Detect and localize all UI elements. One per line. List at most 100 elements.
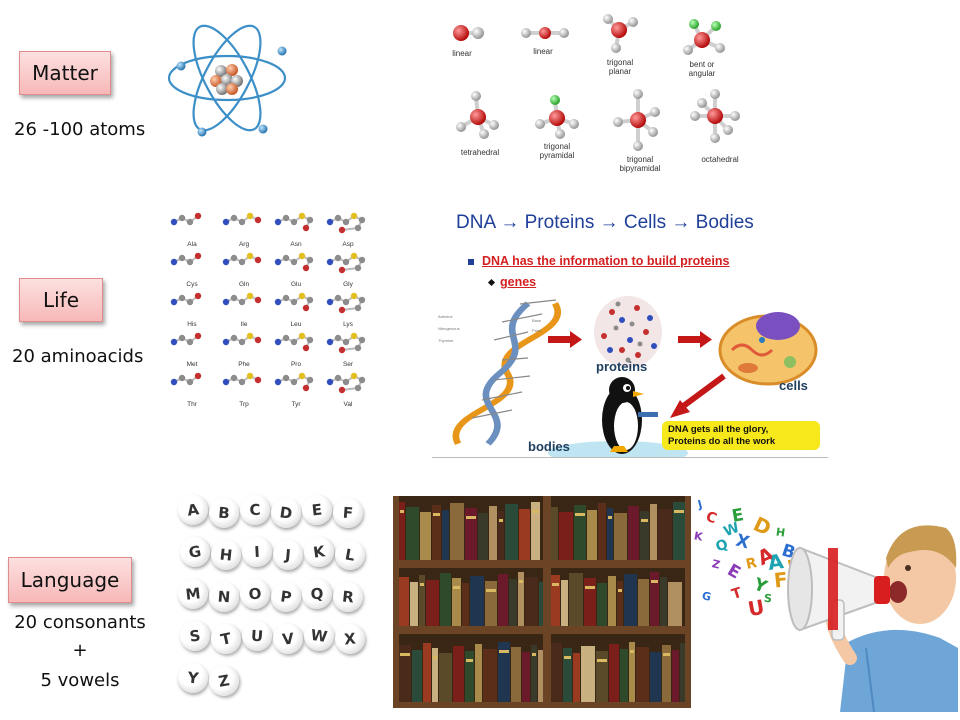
amino-acid-asp: Asp [324, 208, 372, 248]
language-label: Language [20, 568, 120, 592]
svg-text:Pairs: Pairs [532, 328, 541, 333]
language-caption-line3: 5 vowels [40, 670, 120, 691]
arrow-to-proteins-icon [548, 331, 582, 348]
svg-text:Base: Base [532, 318, 542, 323]
flying-letter: K [692, 529, 704, 544]
amino-acid-label: Gly [343, 281, 353, 288]
life-label: Life [42, 288, 80, 312]
letter-bead: X [333, 622, 367, 656]
callout-box [662, 421, 820, 450]
amino-acid-model-icon [222, 212, 262, 226]
amino-acid-asn: Asn [272, 208, 320, 248]
amino-acid-glu: Glu [272, 248, 320, 288]
flying-letter: G [700, 589, 713, 604]
bodies-label: bodies [528, 439, 570, 454]
language-label-box: Language [8, 557, 132, 603]
life-label-box: Life [19, 278, 103, 322]
amino-acid-label: Met [186, 361, 198, 368]
callout-text: DNA gets all the glory, Proteins do all … [668, 424, 775, 448]
amino-acid-label: Ile [240, 321, 248, 328]
matter-label: Matter [32, 61, 98, 85]
amino-acid-label: Trp [239, 401, 249, 408]
boy-with-megaphone-icon [787, 525, 958, 712]
genes-sub-bullet: genes [500, 275, 537, 289]
bullet-square-icon [468, 259, 474, 265]
amino-acid-thr: Thr [168, 368, 216, 408]
letter-bead: U [240, 619, 274, 653]
amino-acid-model-icon [222, 372, 262, 386]
callout-line-2: Proteins do all the work [668, 436, 776, 447]
dna-bullet: DNA has the information to build protein… [482, 254, 730, 268]
svg-text:Nitrogenous: Nitrogenous [438, 326, 460, 331]
amino-acid-label: Arg [238, 241, 250, 248]
flying-letter: R [744, 555, 759, 573]
svg-text:Adenine: Adenine [438, 314, 453, 319]
amino-acid-phe: Phe [220, 328, 268, 368]
amino-acid-his: His [168, 288, 216, 328]
amino-acid-model-icon [274, 372, 314, 392]
amino-acid-ser: Ser [324, 328, 372, 368]
amino-acid-ile: Ile [220, 288, 268, 328]
atom-icon [167, 24, 287, 137]
letter-bead: Z [206, 663, 242, 699]
geometry-label-octahedral: octahedral [701, 155, 739, 164]
letter-bead: S [178, 619, 212, 653]
amino-acid-model-icon [274, 252, 314, 272]
protein-structure-icon [594, 296, 662, 368]
letter-bead: H [209, 538, 243, 572]
language-caption-line2: + [72, 640, 88, 661]
amino-acid-met: Met [168, 328, 216, 368]
amino-acid-arg: Arg [220, 208, 268, 248]
bookshelf-image [393, 496, 691, 710]
flying-letter: T [729, 584, 744, 604]
amino-acid-model-icon [222, 332, 262, 346]
letter-bead: A [176, 493, 210, 527]
arrow-to-cells-icon [678, 331, 712, 348]
letter-bead: E [300, 493, 334, 527]
amino-acid-label: Tyr [291, 401, 301, 408]
amino-acid-model-icon [326, 252, 366, 274]
amino-acid-lys: Lys [324, 288, 372, 328]
amino-acid-label: Thr [187, 401, 197, 408]
letter-bead: Y [176, 661, 210, 695]
amino-acid-label: Phe [238, 361, 250, 368]
amino-acid-model-icon [170, 212, 202, 226]
amino-acid-ala: Ala [168, 208, 216, 248]
callout-line-1: DNA gets all the glory, [668, 424, 769, 435]
life-caption: 20 aminoacids [12, 346, 144, 367]
geometry-label-tetrahedral: tetrahedral [461, 148, 499, 157]
flying-letter: Z [710, 557, 722, 572]
amino-acid-label: Lys [343, 321, 353, 328]
letter-bead: D [269, 496, 303, 530]
letter-bead: W [302, 619, 336, 653]
amino-acid-model-icon [326, 292, 366, 314]
letter-bead: I [241, 536, 273, 568]
amino-acid-label: Gln [238, 281, 250, 288]
letter-bead: G [177, 534, 213, 570]
cell-icon [718, 312, 818, 386]
amino-acid-cys: Cys [168, 248, 216, 288]
geometry-label-linear-1: linear [452, 49, 472, 58]
amino-acid-model-icon [170, 292, 202, 306]
amino-acid-val: Val [324, 368, 372, 408]
flying-letter: J [696, 497, 704, 512]
letter-bead: J [271, 538, 305, 572]
amino-acid-label: Asp [342, 241, 354, 248]
amino-acid-label: Val [343, 401, 353, 408]
arrow-to-bodies-icon [670, 373, 726, 418]
dna-panel-title: DNA → Proteins → Cells → Bodies [456, 212, 754, 233]
letter-bead: V [271, 622, 305, 656]
panel-bottom-rule [432, 457, 828, 458]
amino-acid-gln: Gln [220, 248, 268, 288]
amino-acid-pro: Pro [272, 328, 320, 368]
letter-bead: B [207, 496, 241, 530]
amino-acid-trp: Trp [220, 368, 268, 408]
proteins-label: proteins [596, 359, 648, 374]
amino-acid-label: Cys [186, 281, 198, 288]
amino-acid-model-icon [274, 292, 314, 312]
matter-label-box: Matter [19, 51, 111, 95]
